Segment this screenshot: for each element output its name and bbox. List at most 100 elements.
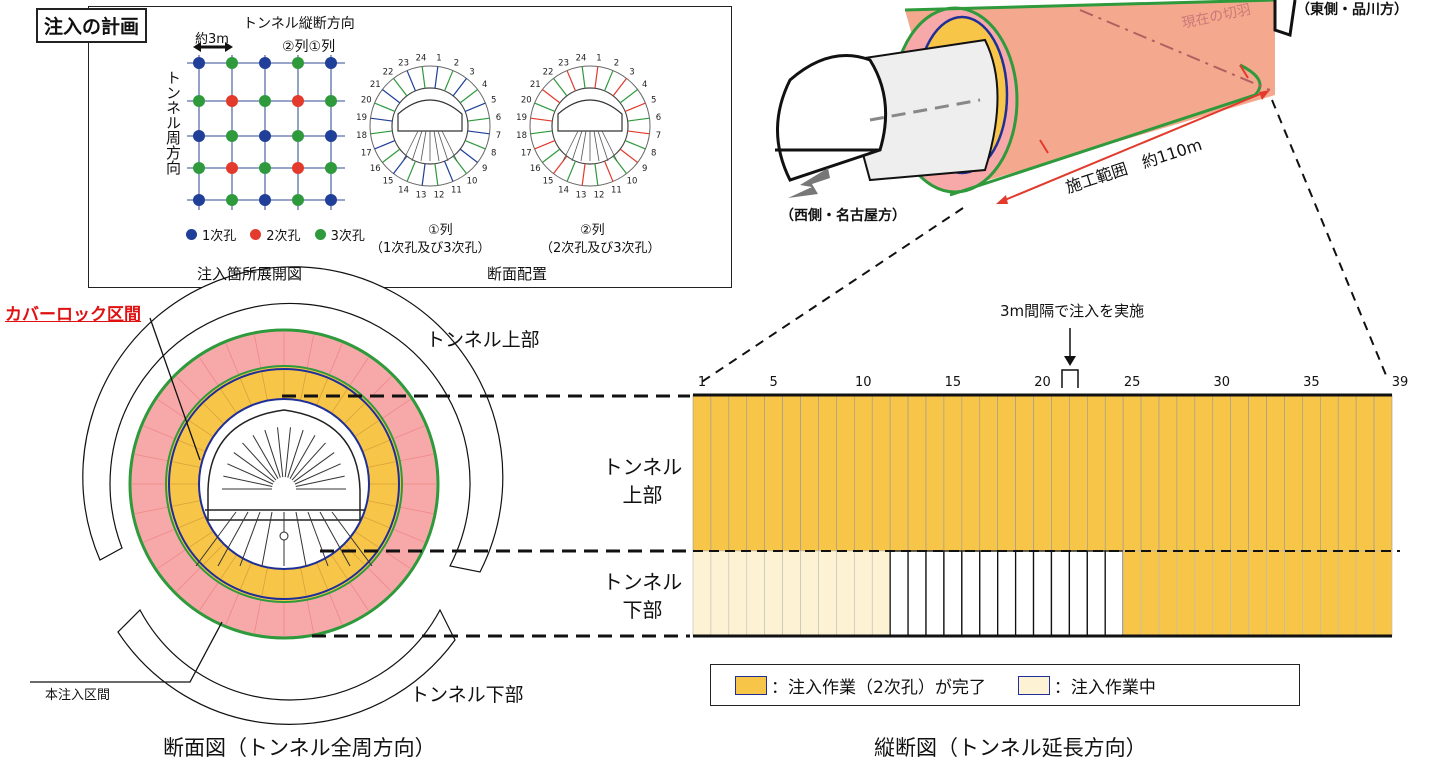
hole-number: 12 bbox=[434, 190, 445, 200]
hole-dot bbox=[193, 130, 205, 142]
tick-label: 39 bbox=[1392, 375, 1409, 390]
primary-dot-icon bbox=[186, 229, 197, 240]
hole-number: 19 bbox=[356, 113, 367, 123]
segment-upper bbox=[925, 394, 945, 552]
hole-number: 13 bbox=[416, 190, 427, 200]
segment-lower bbox=[907, 550, 927, 637]
section-caption: 断面配置 bbox=[487, 265, 548, 283]
hole-number: 24 bbox=[416, 54, 427, 64]
segment-lower bbox=[871, 550, 891, 637]
hole-legend: 1次孔 2次孔 3次孔 bbox=[186, 225, 365, 244]
connector-lines bbox=[696, 99, 1389, 386]
hole-number: 20 bbox=[521, 96, 532, 106]
legend-secondary: 2次孔 bbox=[250, 225, 301, 244]
segment-upper bbox=[1302, 394, 1321, 552]
segment-lower bbox=[1194, 550, 1214, 637]
hole-dot bbox=[193, 57, 205, 69]
tick-label: 35 bbox=[1303, 375, 1320, 390]
hole-dot bbox=[292, 57, 304, 69]
section2-label: ②列 bbox=[580, 223, 605, 238]
tick-label: 1 bbox=[698, 375, 706, 390]
segment-upper bbox=[1033, 394, 1052, 552]
segment-upper bbox=[1212, 394, 1231, 552]
segment-lower bbox=[818, 550, 837, 637]
segment-upper bbox=[818, 394, 837, 552]
hole-number: 14 bbox=[558, 186, 569, 196]
hole-dot bbox=[193, 162, 205, 174]
hole-dot bbox=[292, 130, 304, 142]
injection-plan-panel bbox=[88, 6, 732, 288]
hole-number: 13 bbox=[576, 190, 587, 200]
segment-upper bbox=[800, 394, 819, 552]
hole-dot bbox=[292, 162, 304, 174]
hole-number: 22 bbox=[383, 67, 394, 77]
segment-lower bbox=[692, 550, 712, 637]
hole-number: 8 bbox=[491, 148, 496, 158]
segment-upper bbox=[889, 394, 909, 552]
segment-lower bbox=[1032, 550, 1053, 637]
segment-lower bbox=[979, 550, 999, 637]
hole-dot bbox=[226, 95, 238, 107]
segment-upper bbox=[997, 394, 1016, 552]
segment-lower bbox=[997, 550, 1017, 637]
segment-lower bbox=[746, 550, 765, 637]
hole-number: 6 bbox=[656, 113, 661, 123]
main-injection-zone-label: 本注入区間 bbox=[45, 688, 111, 703]
hole-dot bbox=[193, 95, 205, 107]
row-label-lower: トンネル下部 bbox=[602, 570, 683, 622]
segment-lower bbox=[1320, 550, 1339, 637]
segment-lower bbox=[1337, 550, 1357, 637]
segment-upper bbox=[1248, 394, 1267, 552]
segment-upper bbox=[692, 394, 712, 552]
tertiary-dot-icon bbox=[314, 229, 326, 240]
hole-number: 9 bbox=[482, 164, 487, 174]
segment-upper bbox=[836, 394, 855, 552]
hole-dot bbox=[325, 130, 337, 142]
segment-upper bbox=[1051, 394, 1070, 552]
cover-rock-label: カバーロック区間 bbox=[5, 305, 141, 325]
segment-upper bbox=[1015, 394, 1034, 552]
section1-sub: （1次孔及び3次孔） bbox=[370, 241, 491, 256]
segment-lower bbox=[1284, 550, 1303, 637]
west-label: （西側・名古屋方） bbox=[780, 208, 906, 224]
grid-caption: 注入箇所展開図 bbox=[197, 265, 303, 283]
legend-primary: 1次孔 bbox=[186, 225, 236, 244]
east-label: （東側・品川方） bbox=[1296, 2, 1408, 18]
hole-dot bbox=[325, 162, 337, 174]
segment-lower bbox=[961, 550, 981, 637]
segment-lower bbox=[1212, 550, 1231, 637]
hole-number: 18 bbox=[516, 131, 527, 141]
tunnel-upper-label: トンネル上部 bbox=[426, 329, 540, 351]
hole-number: 11 bbox=[451, 186, 462, 196]
progress-swatch-icon bbox=[1017, 675, 1050, 695]
segment-lower bbox=[836, 550, 855, 637]
hole-number: 21 bbox=[370, 80, 381, 90]
longitudinal-caption: 縦断図（トンネル延長方向） bbox=[874, 736, 1147, 760]
hole-number: 23 bbox=[558, 58, 569, 68]
segment-upper bbox=[1373, 394, 1393, 552]
hole-dot bbox=[226, 194, 238, 206]
segment-lower bbox=[1302, 550, 1321, 637]
hole-number: 15 bbox=[383, 177, 394, 187]
hole-dot bbox=[259, 57, 271, 69]
segment-lower bbox=[782, 550, 801, 637]
segment-lower bbox=[1140, 550, 1160, 637]
hole-dot bbox=[259, 95, 271, 107]
hole-dot bbox=[226, 57, 238, 69]
segment-upper bbox=[1140, 394, 1160, 552]
section2-sub: （2次孔及び3次孔） bbox=[540, 241, 661, 256]
segment-lower bbox=[1086, 550, 1106, 637]
hole-dot bbox=[259, 130, 271, 142]
segment-upper bbox=[1158, 394, 1178, 552]
segment-lower bbox=[1230, 550, 1249, 637]
segment-upper bbox=[782, 394, 801, 552]
segment-lower bbox=[1176, 550, 1196, 637]
hole-dot bbox=[325, 194, 337, 206]
segment-lower bbox=[1158, 550, 1178, 637]
hole-number: 6 bbox=[496, 113, 501, 123]
hole-dot bbox=[226, 162, 238, 174]
hole-number: 2 bbox=[454, 58, 459, 68]
plan-title: 注入の計画 bbox=[36, 8, 148, 43]
